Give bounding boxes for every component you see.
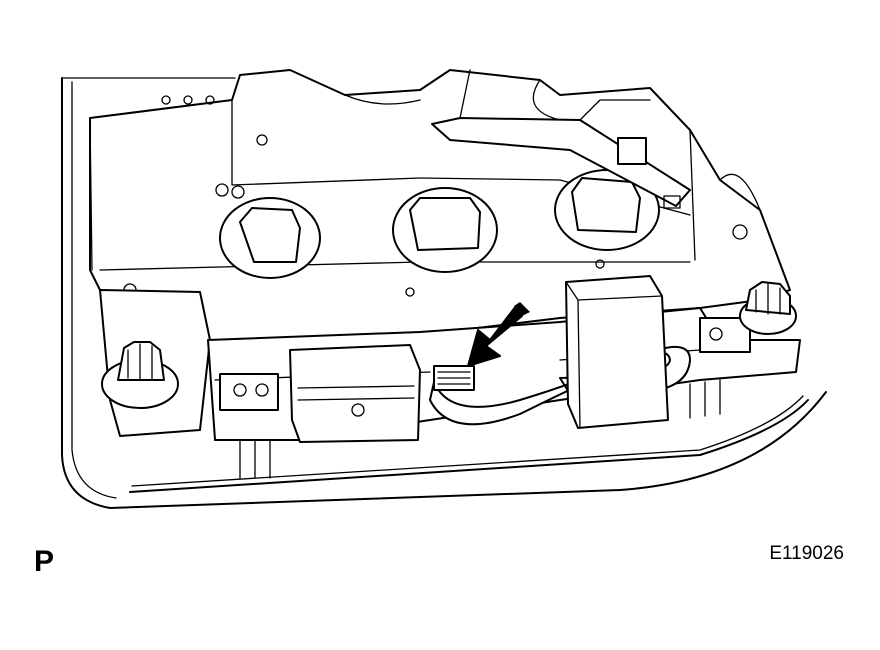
socket-left: [219, 197, 321, 279]
connector-housing: [289, 344, 421, 443]
figure-id: E119026: [769, 543, 844, 564]
assembly-illustration: [61, 69, 827, 509]
upper-bracket: [431, 69, 691, 209]
page-letter: P: [34, 545, 55, 578]
indicator-arrow: [467, 302, 530, 367]
fastener-right: [739, 281, 797, 335]
socket-center: [392, 187, 498, 273]
outer-housing: [61, 77, 827, 509]
background-details: [161, 79, 761, 211]
clip-left: [219, 373, 279, 411]
harness-tape: [565, 275, 669, 429]
fastener-left: [101, 341, 179, 409]
